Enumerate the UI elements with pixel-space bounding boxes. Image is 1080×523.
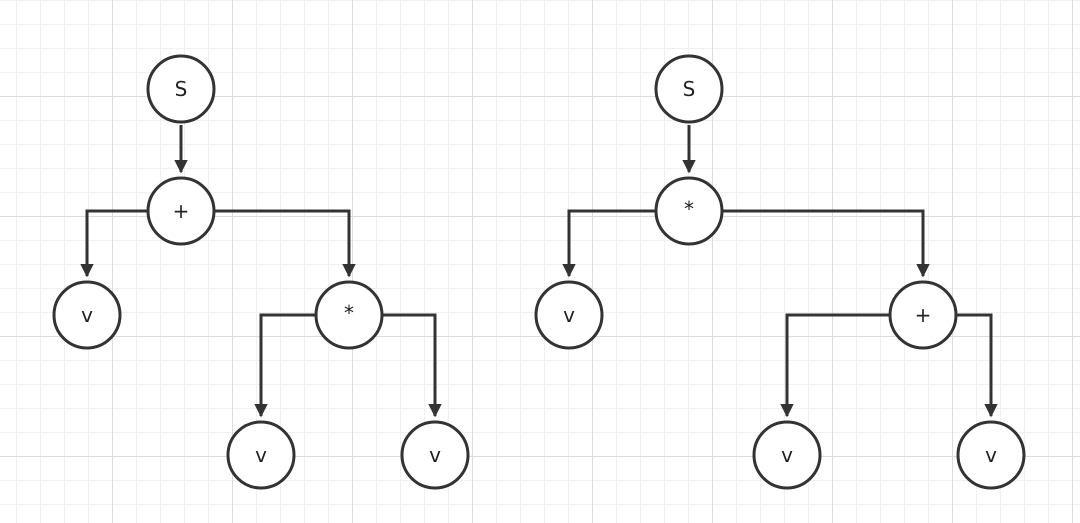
node-circle xyxy=(400,420,470,490)
tree-node: S xyxy=(146,54,216,124)
edge-plus-to-times xyxy=(215,209,356,278)
tree-node: v xyxy=(52,280,122,350)
node-circle xyxy=(752,420,822,490)
node-label: v xyxy=(985,443,997,467)
node-circle xyxy=(52,280,122,350)
node-circle xyxy=(226,420,296,490)
tree-1: S + v * v v xyxy=(52,54,470,490)
tree-node: v xyxy=(226,420,296,490)
edge-plus-to-v-left xyxy=(80,209,147,278)
node-circle xyxy=(534,280,604,350)
edge-plus-to-v-right xyxy=(957,313,998,418)
node-label: v xyxy=(255,443,267,467)
node-circle xyxy=(956,420,1026,490)
edge-times-to-v-right xyxy=(383,313,442,418)
tree-node: + xyxy=(888,280,958,350)
edge-times-to-v-left xyxy=(254,313,315,418)
tree-node: v xyxy=(752,420,822,490)
node-circle xyxy=(146,54,216,124)
node-label: v xyxy=(81,303,93,327)
tree-node: * xyxy=(654,176,724,246)
edge-times-to-v-left xyxy=(562,209,655,278)
tree-node: + xyxy=(146,176,216,246)
node-circle xyxy=(654,176,724,246)
node-label: S xyxy=(683,77,696,101)
node-circle xyxy=(146,176,216,246)
node-label: + xyxy=(173,199,190,223)
tree-2: S * v + v v xyxy=(534,54,1026,490)
tree-node: v xyxy=(534,280,604,350)
node-circle xyxy=(654,54,724,124)
tree-node: v xyxy=(956,420,1026,490)
node-label: + xyxy=(915,303,932,327)
node-label: v xyxy=(781,443,793,467)
edge-plus-to-v-left xyxy=(780,313,889,418)
tree-node: * xyxy=(314,280,384,350)
node-label: S xyxy=(175,77,188,101)
tree-node: v xyxy=(400,420,470,490)
node-label: * xyxy=(344,301,354,325)
edge-times-to-plus xyxy=(723,209,930,278)
tree-node: S xyxy=(654,54,724,124)
node-label: * xyxy=(684,197,694,221)
node-label: v xyxy=(563,303,575,327)
node-circle xyxy=(888,280,958,350)
node-circle xyxy=(314,280,384,350)
node-label: v xyxy=(429,443,441,467)
